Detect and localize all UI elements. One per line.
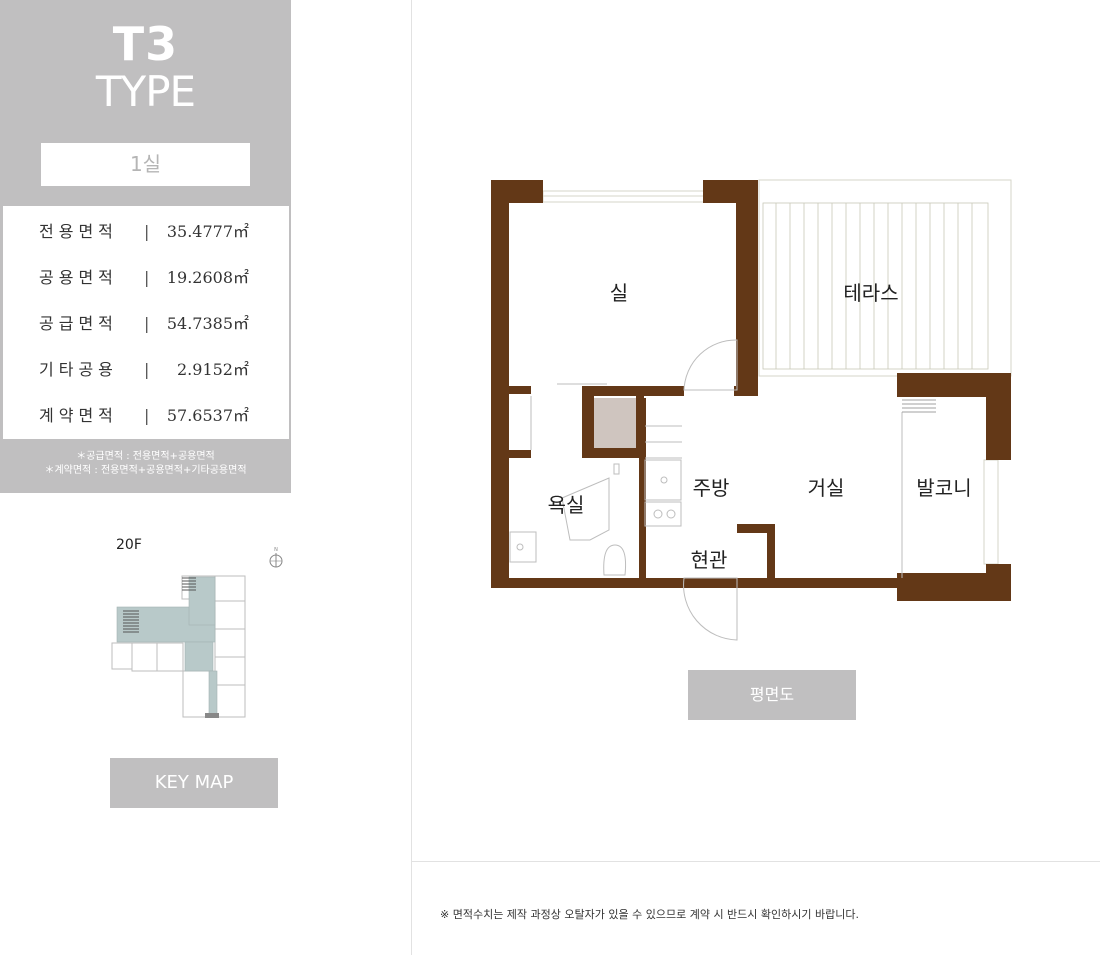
stairs-icon xyxy=(123,577,196,633)
type-info-panel: T3 TYPE 1실 전용면적 | 35.4777㎡ 공용면적 | 19.260… xyxy=(0,0,291,493)
room-label-terrace: 테라스 xyxy=(843,281,898,305)
area-separator: | xyxy=(144,268,150,287)
note-contract: ＊계약면적 : 전용면적+공용면적+기타공용면적 xyxy=(44,465,247,476)
keymap-highlight-area xyxy=(116,576,218,718)
area-separator: | xyxy=(144,406,150,425)
area-value: 19.2608㎡ xyxy=(166,268,249,287)
room-label-entrance: 현관 xyxy=(691,548,728,572)
area-value: 57.6537㎡ xyxy=(166,406,249,425)
area-row-contract: 계약면적 | 57.6537㎡ xyxy=(3,401,289,431)
unit-info-sidebar: T3 TYPE 1실 전용면적 | 35.4777㎡ 공용면적 | 19.260… xyxy=(0,0,291,955)
unit-code: T3 xyxy=(112,17,179,71)
key-map-button[interactable]: KEY MAP xyxy=(110,758,278,808)
area-table: 전용면적 | 35.4777㎡ 공용면적 | 19.2608㎡ 공급면적 | 5… xyxy=(3,206,289,439)
area-separator: | xyxy=(144,222,150,241)
area-label: 전용면적 xyxy=(39,222,118,241)
window-frames xyxy=(542,190,999,565)
fixtures-and-doors xyxy=(509,339,903,641)
vertical-divider xyxy=(411,0,412,955)
closet-block xyxy=(594,398,636,448)
entrance-marker xyxy=(205,713,219,718)
room-label-living: 거실 xyxy=(808,476,845,500)
unit-type-title: T3 TYPE xyxy=(0,20,291,116)
compass-icon: N xyxy=(269,547,283,568)
area-separator: | xyxy=(144,314,150,333)
horizontal-divider xyxy=(412,861,1100,862)
unit-type-word: TYPE xyxy=(95,67,196,116)
area-row-other-common: 기타공용 | 2.9152㎡ xyxy=(3,355,289,385)
area-value: 35.4777㎡ xyxy=(166,222,249,241)
floor-label: 20F xyxy=(116,537,142,553)
room-label-kitchen: 주방 xyxy=(693,476,730,500)
room-count-badge: 1실 xyxy=(41,143,250,186)
area-row-common: 공용면적 | 19.2608㎡ xyxy=(3,263,289,293)
area-notes: ＊공급면적 : 전용면적+공용면적 ＊계약면적 : 전용면적+공용면적+기타공용… xyxy=(0,450,291,478)
radiator-icon xyxy=(902,399,936,413)
floor-plan: 실 테라스 욕실 주방 거실 발코니 현관 xyxy=(491,179,1012,641)
area-value: 2.9152㎡ xyxy=(177,360,249,379)
room-label-bathroom: 욕실 xyxy=(548,493,585,517)
walls xyxy=(491,180,1011,601)
floor-plan-button[interactable]: 평면도 xyxy=(688,670,856,720)
area-row-supply: 공급면적 | 54.7385㎡ xyxy=(3,309,289,339)
area-label: 기타공용 xyxy=(39,360,118,379)
building-outline xyxy=(111,575,246,718)
area-separator: | xyxy=(144,360,150,379)
area-label: 공급면적 xyxy=(39,314,118,333)
disclaimer-text: ※ 면적수치는 제작 과정상 오탈자가 있을 수 있으므로 계약 시 반드시 확… xyxy=(440,908,859,921)
terrace-area xyxy=(758,179,1012,377)
area-row-exclusive: 전용면적 | 35.4777㎡ xyxy=(3,217,289,247)
room-label-room: 실 xyxy=(610,281,628,305)
room-label-balcony: 발코니 xyxy=(916,476,971,500)
note-supply: ＊공급면적 : 전용면적+공용면적 xyxy=(76,451,215,462)
key-map: N xyxy=(111,547,283,718)
area-label: 계약면적 xyxy=(39,406,118,425)
compass-label: N xyxy=(274,547,278,553)
area-label: 공용면적 xyxy=(39,268,118,287)
area-value: 54.7385㎡ xyxy=(166,314,249,333)
